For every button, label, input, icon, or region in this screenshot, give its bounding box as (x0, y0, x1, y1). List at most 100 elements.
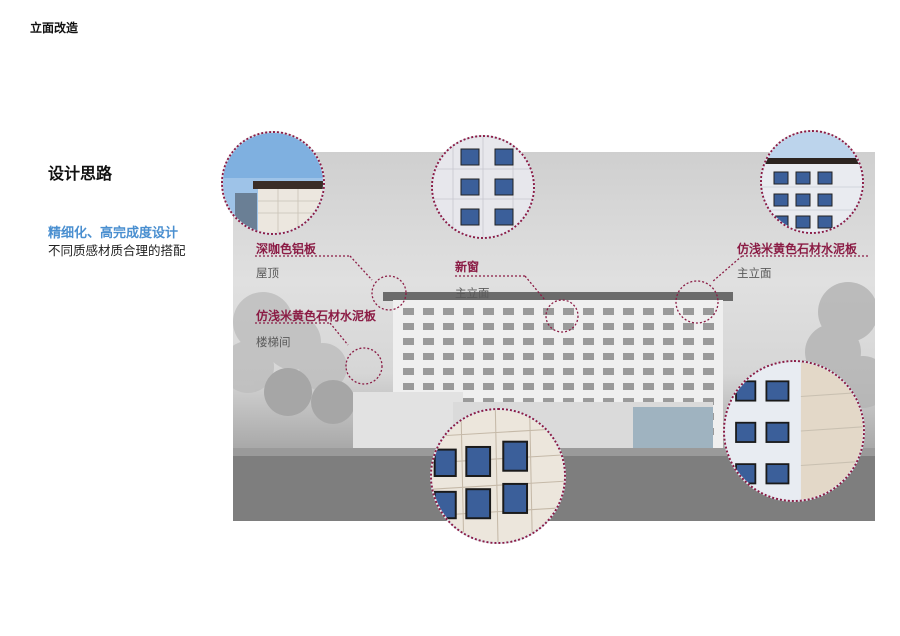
building-window (483, 383, 494, 390)
building-window (603, 323, 614, 330)
building-window (583, 398, 594, 405)
building-window (583, 308, 594, 315)
building-window (683, 323, 694, 330)
building-window (703, 368, 714, 375)
building-window (423, 308, 434, 315)
building-window (483, 323, 494, 330)
zoom-detail-roof (221, 131, 325, 235)
building-window (643, 323, 654, 330)
building-window (623, 398, 634, 405)
building-window (523, 308, 534, 315)
building-window (583, 338, 594, 345)
building-window (663, 323, 674, 330)
building-window (443, 383, 454, 390)
building-window (623, 353, 634, 360)
building-window (583, 368, 594, 375)
building-window (443, 338, 454, 345)
building-window (663, 383, 674, 390)
building-window (643, 353, 654, 360)
building-window (623, 308, 634, 315)
building-window (603, 383, 614, 390)
building-window (683, 308, 694, 315)
building-window (403, 338, 414, 345)
building-window (483, 353, 494, 360)
building-window (583, 323, 594, 330)
building-window (703, 383, 714, 390)
building-window (603, 308, 614, 315)
building-window (523, 368, 534, 375)
building-window (483, 398, 494, 405)
building-window (443, 368, 454, 375)
building-window (563, 398, 574, 405)
zoom-detail-stairwell-cladding (430, 408, 566, 544)
building-window (683, 338, 694, 345)
building-window (583, 383, 594, 390)
callout-label-stone-cement-board-left: 仿浅米黄色石材水泥板 (256, 309, 377, 323)
building-window (443, 308, 454, 315)
callout-sub-stairwell: 楼梯间 (256, 335, 291, 349)
building-window (683, 368, 694, 375)
building-window (663, 368, 674, 375)
building-window (503, 353, 514, 360)
building-window (623, 338, 634, 345)
building-window (543, 323, 554, 330)
building-window (703, 308, 714, 315)
building-window (643, 368, 654, 375)
building-window (523, 338, 534, 345)
building-window (563, 368, 574, 375)
building-window (543, 338, 554, 345)
building-window (463, 383, 474, 390)
building-window (563, 338, 574, 345)
building-window (563, 308, 574, 315)
callout-sub-roof: 屋顶 (256, 266, 279, 280)
building-window (463, 398, 474, 405)
building-window (603, 338, 614, 345)
zoom-detail-facade-top-right (760, 130, 864, 234)
building-window (503, 368, 514, 375)
building-window (643, 308, 654, 315)
building-window (663, 308, 674, 315)
building-window (403, 383, 414, 390)
building-window (603, 353, 614, 360)
building-window (423, 338, 434, 345)
building-window (543, 308, 554, 315)
building-window (703, 323, 714, 330)
building-window (603, 398, 614, 405)
building-window (523, 398, 534, 405)
building-window (423, 368, 434, 375)
building-window (463, 308, 474, 315)
building-window (563, 353, 574, 360)
building-window (423, 353, 434, 360)
design-idea-heading: 设计思路 (48, 164, 113, 183)
building-window (423, 323, 434, 330)
building-window (623, 383, 634, 390)
building-window (443, 353, 454, 360)
building-window (503, 308, 514, 315)
building-window (683, 353, 694, 360)
building-window (683, 398, 694, 405)
building-window (563, 323, 574, 330)
building-window (503, 323, 514, 330)
zoom-detail-new-window (431, 135, 535, 239)
building-window (463, 338, 474, 345)
building-window (543, 383, 554, 390)
building-window (403, 353, 414, 360)
building-window (703, 338, 714, 345)
building-window (543, 398, 554, 405)
building-window (623, 368, 634, 375)
callout-label-dark-aluminum: 深咖色铝板 (256, 242, 317, 256)
building-window (403, 323, 414, 330)
callout-label-stone-cement-board-right: 仿浅米黄色石材水泥板 (737, 242, 858, 256)
building-window (663, 353, 674, 360)
building-window (503, 383, 514, 390)
building-window (663, 338, 674, 345)
building-window (483, 368, 494, 375)
building-window (443, 323, 454, 330)
building-window (543, 368, 554, 375)
building-window (583, 353, 594, 360)
building-window (503, 398, 514, 405)
building-window (643, 398, 654, 405)
building-window (423, 383, 434, 390)
building-window (703, 398, 714, 405)
design-description: 不同质感材质合理的搭配 (48, 243, 186, 258)
